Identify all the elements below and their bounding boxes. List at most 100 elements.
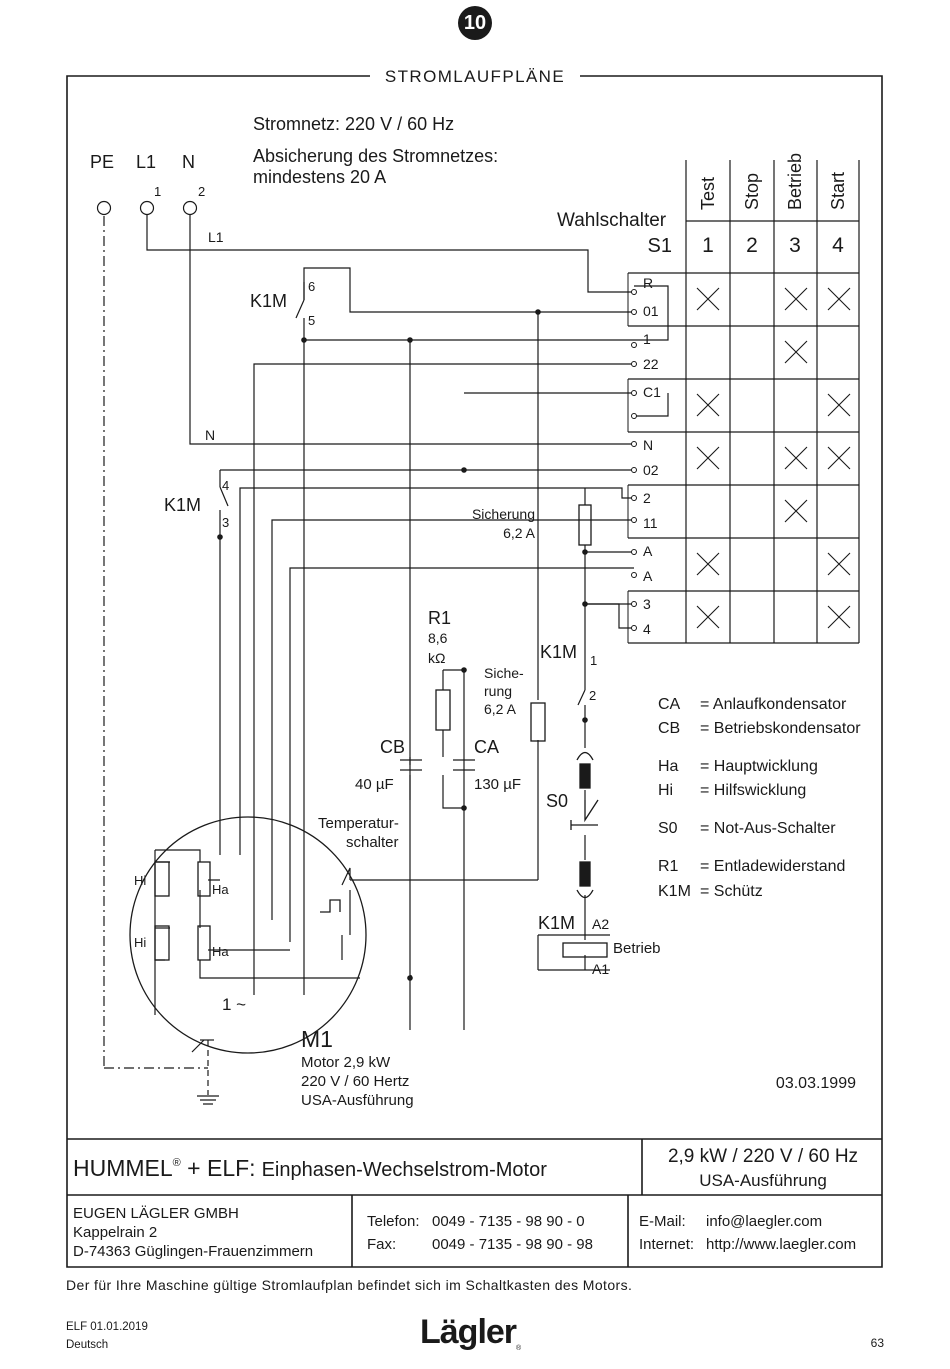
footer-info: ELF 01.01.2019 Deutsch [66,1318,148,1354]
selector-contact-1: R [643,275,653,291]
company-street: Kappelrain 2 [73,1224,157,1241]
selector-contact-2: 01 [643,303,659,319]
wire-label-l1: L1 [208,229,224,245]
contact-terminals [631,289,637,631]
legend-key-4: Hi [658,782,673,799]
wiring [96,200,669,1105]
legend-desc-3: = Hauptwicklung [700,758,818,775]
selector-col-2-num: 2 [746,234,758,257]
page-title: STROMLAUFPLÄNE [385,67,565,86]
k1m-mid-label: K1M [164,495,201,515]
selector-col-2-label: Stop [742,173,762,210]
s0-label: S0 [546,791,568,811]
legend-desc-6: = Entladewiderstand [700,858,845,875]
fuse2-value: 6,2 A [484,701,517,717]
legend-key-7: K1M [658,883,691,900]
selector-contact-7: N [643,437,653,453]
supply-fuse-line1: Absicherung des Stromnetzes: [253,146,498,166]
legend-desc-1: = Anlaufkondensator [700,696,847,713]
selector-contact-11: A [643,543,653,559]
winding-ha-1: Ha [212,882,229,897]
web-address[interactable]: http://www.laegler.com [706,1236,856,1253]
cb-value: 40 µF [355,776,394,793]
selector-columns: Test 1 Stop 2 Betrieb 3 Start 4 [698,153,848,257]
selector-contact-10: 11 [643,515,658,531]
fuse1-value: 6,2 A [503,525,536,541]
bottom-note: Der für Ihre Maschine gültige Stromlaufp… [66,1277,633,1293]
selector-crosses [696,287,851,629]
legend-desc-2: = Betriebskondensator [700,720,861,737]
winding-hi-2: Hi [134,935,146,950]
r1-label: R1 [428,608,451,628]
product-title: HUMMEL® + ELF:Einphasen-Wechselstrom-Mot… [73,1155,547,1181]
k1m-right-label: K1M [540,642,577,662]
k1m-top-label: K1M [250,291,287,311]
winding-ha-2: Ha [212,944,229,959]
k1m-coil-label: K1M [538,913,575,933]
diagram-date: 03.03.1999 [776,1075,856,1092]
legend-key-2: CB [658,720,680,737]
legend-key-1: CA [658,696,681,713]
fuse1-label: Sicherung [472,506,535,522]
selector-grid [627,160,860,644]
footer-lang: Deutsch [66,1339,109,1351]
terminal-pe: PE [90,152,114,172]
supply-fuse-line2: mindestens 20 A [253,167,386,187]
terminal-num-1: 1 [154,184,161,199]
wire-label-n: N [205,427,215,443]
product-spec: 2,9 kW / 220 V / 60 Hz [668,1146,858,1167]
selector-col-3-num: 3 [789,234,801,257]
temp-switch-label2: schalter [346,834,399,851]
selector-col-4-num: 4 [832,234,844,257]
k1m-mid-3: 3 [222,515,229,530]
page-number: 63 [870,1336,884,1350]
legend-desc-5: = Not-Aus-Schalter [700,820,836,837]
selector-col-1-label: Test [698,177,718,210]
selector-col-1-num: 1 [702,234,714,257]
temp-switch-label1: Temperatur- [318,815,399,832]
k1m-mid-4: 4 [222,478,229,493]
legend-key-3: Ha [658,758,679,775]
fax-label: Fax: [367,1236,396,1253]
ca-value: 130 µF [474,776,521,793]
tel-number: 0049 - 7135 - 98 90 - 0 [432,1213,585,1230]
legend-desc-4: = Hilfswicklung [700,782,806,799]
fax-number: 0049 - 7135 - 98 90 - 98 [432,1236,593,1253]
terminal-l1: L1 [136,152,156,172]
selector-contact-8: 02 [643,462,659,478]
selector-contact-13: 3 [643,596,651,612]
r1-value2: kΩ [428,650,445,666]
r1-value1: 8,6 [428,630,448,646]
laegler-logo: Lägler® [420,1313,521,1352]
company-name: EUGEN LÄGLER GMBH [73,1205,239,1222]
selector-contact-14: 4 [643,621,651,637]
selector-name: Wahlschalter [557,210,667,231]
k1m-right-1: 1 [590,653,597,668]
fuse2-label2: rung [484,683,512,699]
k1m-right-2: 2 [589,688,596,703]
selector-col-3-label: Betrieb [785,153,805,210]
selector-col-4-label: Start [828,172,848,210]
motor-power: Motor 2,9 kW [301,1054,391,1071]
product-variant: USA-Ausführung [699,1171,827,1190]
section-number-badge: 10 [458,6,492,40]
footer-doc: ELF 01.01.2019 [66,1321,148,1333]
email-address[interactable]: info@laegler.com [706,1213,822,1230]
web-label: Internet: [639,1236,694,1253]
motor-voltage: 220 V / 60 Hertz [301,1073,409,1090]
cb-label: CB [380,737,405,757]
terminal-num-2: 2 [198,184,205,199]
motor-phase: 1 ~ [222,995,246,1014]
terminal-n: N [182,152,195,172]
k1m-top-5: 5 [308,313,315,328]
fuse2-label1: Siche- [484,665,524,681]
coil-betrieb: Betrieb [613,940,661,957]
selector-contact-9: 2 [643,490,651,506]
selector-contact-12: A [643,568,653,584]
k1m-top-6: 6 [308,279,315,294]
motor-ref: M1 [301,1026,333,1052]
motor-variant: USA-Ausführung [301,1092,414,1109]
